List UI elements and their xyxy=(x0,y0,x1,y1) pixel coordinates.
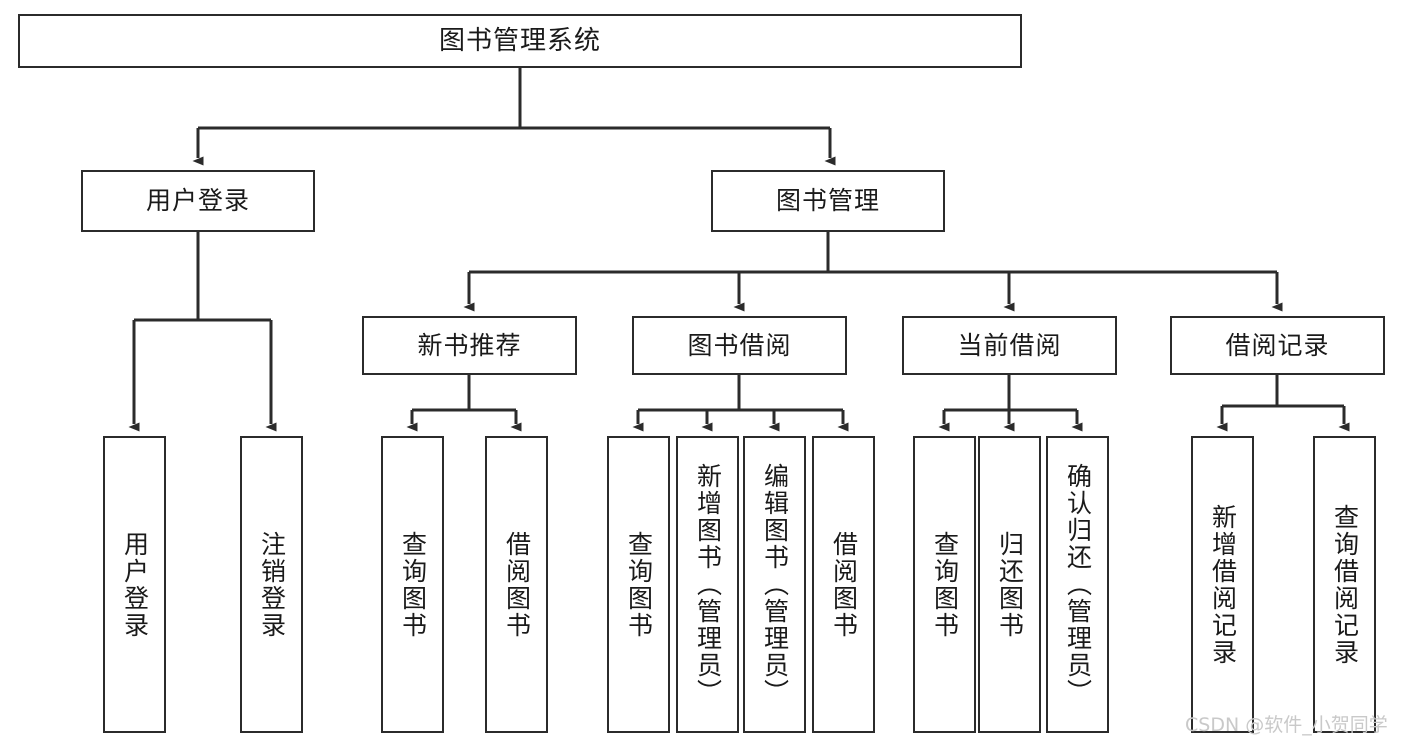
node-label: 查询图书 xyxy=(624,530,654,639)
node-borrow-record[interactable]: 借阅记录 xyxy=(1170,316,1385,375)
node-label: 注销登录 xyxy=(257,530,287,639)
leaf-recommend-borrow-book[interactable]: 借阅图书 xyxy=(485,436,548,733)
node-book-borrow[interactable]: 图书借阅 xyxy=(632,316,847,375)
node-label: 确认归还（管理员） xyxy=(1063,463,1093,706)
node-label: 借阅记录 xyxy=(1225,330,1330,360)
leaf-borrow-query-book[interactable]: 查询图书 xyxy=(607,436,670,733)
node-label: 新增图书（管理员） xyxy=(693,463,723,706)
node-label: 图书管理 xyxy=(775,186,880,216)
leaf-recommend-query-book[interactable]: 查询图书 xyxy=(381,436,444,733)
leaf-current-confirm-return-admin[interactable]: 确认归还（管理员） xyxy=(1046,436,1109,733)
leaf-borrow-edit-book-admin[interactable]: 编辑图书（管理员） xyxy=(743,436,806,733)
node-label: 借阅图书 xyxy=(502,530,532,639)
leaf-record-query-record[interactable]: 查询借阅记录 xyxy=(1313,436,1376,733)
node-label: 用户登录 xyxy=(145,186,250,216)
node-user-login[interactable]: 用户登录 xyxy=(81,170,315,232)
leaf-current-query-book[interactable]: 查询图书 xyxy=(913,436,976,733)
node-label: 新增借阅记录 xyxy=(1208,503,1238,666)
node-label: 图书借阅 xyxy=(687,330,792,360)
node-label: 查询借阅记录 xyxy=(1330,503,1360,666)
node-label: 新书推荐 xyxy=(417,330,522,360)
node-label: 借阅图书 xyxy=(829,530,859,639)
leaf-borrow-add-book-admin[interactable]: 新增图书（管理员） xyxy=(676,436,739,733)
node-label: 查询图书 xyxy=(930,530,960,639)
leaf-user-login-signout[interactable]: 注销登录 xyxy=(240,436,303,733)
node-label: 图书管理系统 xyxy=(438,25,601,56)
node-new-book-recommend[interactable]: 新书推荐 xyxy=(362,316,577,375)
node-label: 用户登录 xyxy=(120,530,150,639)
leaf-record-add-record[interactable]: 新增借阅记录 xyxy=(1191,436,1254,733)
leaf-borrow-borrow-book[interactable]: 借阅图书 xyxy=(812,436,875,733)
leaf-user-login-signin[interactable]: 用户登录 xyxy=(103,436,166,733)
node-root-system[interactable]: 图书管理系统 xyxy=(18,14,1022,68)
node-label: 查询图书 xyxy=(398,530,428,639)
node-label: 归还图书 xyxy=(995,530,1025,639)
leaf-current-return-book[interactable]: 归还图书 xyxy=(978,436,1041,733)
node-book-management[interactable]: 图书管理 xyxy=(711,170,945,232)
node-current-borrow[interactable]: 当前借阅 xyxy=(902,316,1117,375)
node-label: 编辑图书（管理员） xyxy=(760,463,790,706)
node-label: 当前借阅 xyxy=(957,330,1062,360)
